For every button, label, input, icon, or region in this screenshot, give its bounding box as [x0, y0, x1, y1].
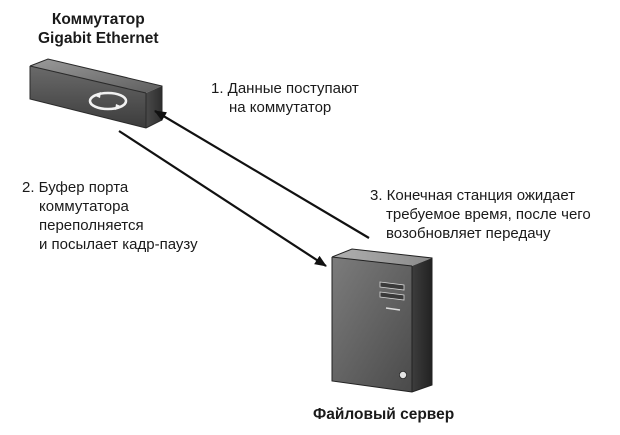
step-2-line3: переполняется	[39, 217, 144, 234]
step-3-line1: 3. Конечная станция ожидает	[370, 187, 576, 204]
step-3-line2: требуемое время, после чего	[386, 206, 591, 223]
step-1-text: 1. Данные поступают на коммутатор	[211, 79, 359, 117]
step-2-text: 2. Буфер порта коммутатора переполняется…	[22, 178, 198, 254]
arrow-to-switch	[154, 110, 370, 239]
switch-title-line2: Gigabit Ethernet	[38, 30, 159, 47]
arrow-to-server	[118, 130, 327, 267]
switch-icon	[29, 58, 163, 129]
exchange-arrows-icon	[88, 91, 128, 111]
server-icon	[331, 248, 433, 393]
step-1-line1: 1. Данные поступают	[211, 80, 359, 97]
server-title-text: Файловый сервер	[313, 406, 455, 423]
step-3-line3: возобновляет передачу	[386, 225, 551, 242]
switch-title: Коммутатор Gigabit Ethernet	[38, 10, 159, 48]
step-1-line2: на коммутатор	[229, 99, 332, 116]
step-2-line4: и посылает кадр-паузу	[39, 236, 198, 253]
step-2-line1: 2. Буфер порта	[22, 179, 129, 196]
step-3-text: 3. Конечная станция ожидает требуемое вр…	[370, 186, 591, 243]
switch-title-line1: Коммутатор	[51, 11, 145, 28]
server-title: Файловый сервер	[313, 405, 454, 424]
step-2-line2: коммутатора	[39, 198, 129, 215]
